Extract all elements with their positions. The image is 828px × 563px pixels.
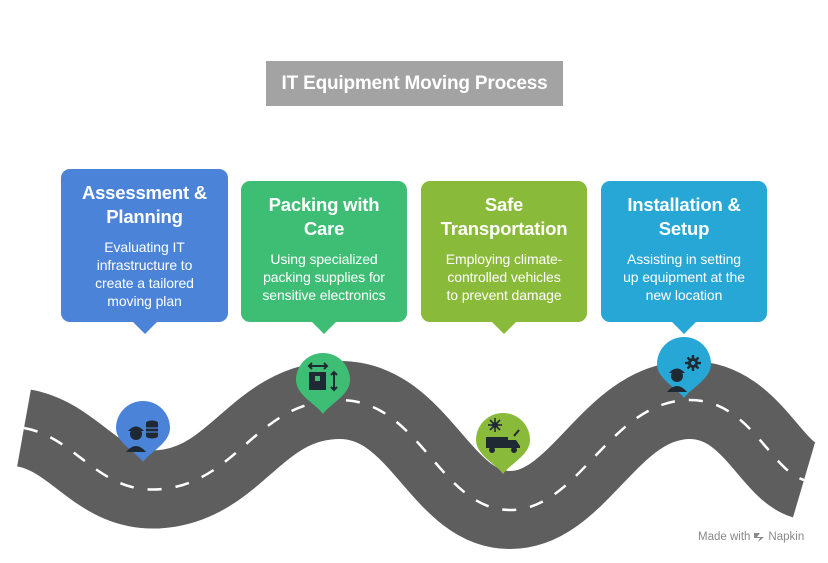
packing-pin	[296, 353, 350, 414]
stage-title: Packing with Care	[268, 194, 380, 239]
stage-title: Assessment & Planning	[81, 182, 208, 227]
stage-title: Installation & Setup	[627, 194, 741, 239]
assessment-pin	[116, 401, 170, 462]
installation-pin	[657, 337, 711, 398]
transport-pin	[476, 413, 530, 474]
card-pointer	[131, 321, 158, 334]
worker-with-gear-icon	[667, 355, 701, 392]
stage-description: Assisting in setting up equipment at the…	[623, 251, 745, 303]
stage-card-transportation: Safe Transportation Employing climate- c…	[421, 181, 587, 334]
stage-card-installation: Installation & Setup Assisting in settin…	[601, 181, 767, 334]
napkin-logo-icon	[754, 533, 765, 542]
card-pointer	[491, 321, 517, 334]
worker-with-database-icon	[126, 420, 158, 452]
card-pointer	[311, 321, 337, 334]
stage-card-packing: Packing with Care Using specialized pack…	[241, 181, 407, 334]
stage-card-assessment: Assessment & Planning Evaluating IT infr…	[61, 169, 228, 334]
made-with-credit: Made with Napkin	[698, 531, 804, 543]
stage-title: Safe Transportation	[440, 194, 568, 239]
stage-description: Using specialized packing supplies for s…	[262, 251, 386, 303]
stage-description: Employing climate- controlled vehicles t…	[445, 251, 563, 303]
climate-controlled-vehicle-icon	[486, 418, 520, 453]
card-pointer	[671, 321, 697, 334]
stage-description: Evaluating IT infrastructure to create a…	[95, 239, 194, 309]
page-title: IT Equipment Moving Process	[266, 61, 563, 106]
box-with-measurements-icon	[307, 362, 338, 392]
road-center-line	[23, 398, 805, 512]
napkin-brand-label: Napkin	[768, 531, 805, 543]
made-with-label: Made with	[698, 531, 751, 543]
